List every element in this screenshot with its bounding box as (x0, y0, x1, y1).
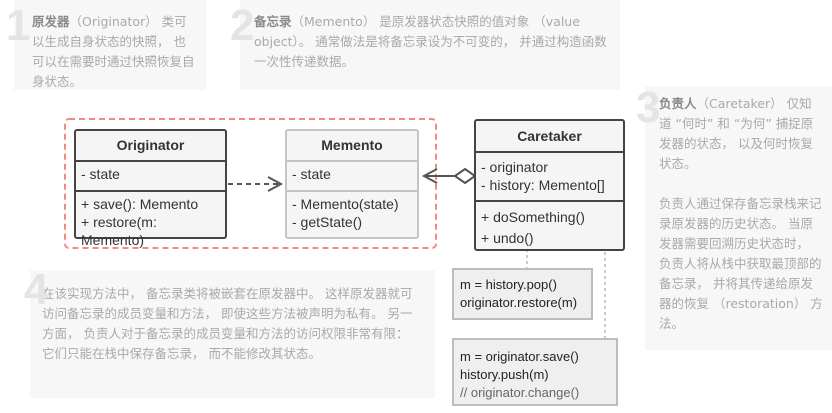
note-number: 2 (230, 1, 255, 50)
class-name: Caretaker (476, 121, 623, 153)
note-number: 3 (636, 83, 661, 132)
note-bold: 备忘录 (254, 14, 292, 29)
field: - state (81, 166, 120, 182)
note-number: 1 (6, 1, 31, 50)
note-text: （Originator） 类可以生成自身状态的快照， 也可以在需要时通过快照恢复… (32, 14, 195, 89)
note-number: 4 (24, 265, 49, 314)
dependency-arrowhead (267, 176, 284, 192)
code-line: m = history.pop() (460, 277, 557, 292)
class-caretaker: Caretaker - originator - history: Memento… (474, 119, 625, 251)
code-note-undo: m = history.pop() originator.restore(m) (452, 268, 593, 320)
note-bold: 负责人 (659, 96, 697, 111)
note-text: （Memento） 是原发器状态快照的值对象 （value object）。 通… (254, 14, 607, 69)
method: - getState() (292, 214, 363, 230)
note-caretaker: 负责人（Caretaker） 仅知道 “何时” 和 “为何” 捕捉原发器的状态，… (645, 86, 832, 350)
class-memento: Memento - state - Memento(state) - getSta… (285, 129, 419, 239)
aggregation-diamond (453, 167, 477, 185)
note-originator: 原发器（Originator） 类可以生成自身状态的快照， 也可以在需要时通过快… (14, 0, 206, 90)
field: - history: Memento[] (481, 177, 605, 193)
code-line: m = originator.save() (460, 349, 579, 364)
code-line: history.push(m) (460, 367, 549, 382)
note-bold: 原发器 (32, 14, 70, 29)
note-text: 在该实现方法中， 备忘录类将被嵌套在原发器中。 这样原发器就可访问备忘录的成员变… (42, 286, 413, 361)
note-text: （Caretaker） 仅知道 “何时” 和 “为何” 捕捉原发器的状态， 以及… (659, 96, 814, 171)
method: + undo() (481, 230, 534, 246)
note-memento: 备忘录（Memento） 是原发器状态快照的值对象 （value object）… (240, 0, 620, 90)
code-note-do-something: m = originator.save() history.push(m) //… (452, 338, 618, 406)
method: + restore(m: Memento) (81, 214, 157, 248)
note-text-2: 负责人通过保存备忘录栈来记录原发器的历史状态。 当原发器需要回溯历史状态时， 负… (659, 196, 823, 331)
field: - originator (481, 159, 548, 175)
method: + save(): Memento (81, 196, 199, 212)
class-name: Originator (76, 131, 225, 162)
class-originator: Originator - state + save(): Memento + re… (74, 129, 227, 248)
aggregation-arrowhead (421, 168, 438, 184)
nested-boundary (64, 118, 437, 249)
field: - state (292, 166, 331, 182)
method: - Memento(state) (292, 196, 399, 212)
code-line: originator.restore(m) (460, 295, 578, 310)
note-nested: 在该实现方法中， 备忘录类将被嵌套在原发器中。 这样原发器就可访问备忘录的成员变… (30, 270, 435, 398)
class-name: Memento (287, 131, 417, 162)
method: + doSomething() (481, 209, 585, 225)
code-comment: // originator.change() (460, 385, 580, 400)
